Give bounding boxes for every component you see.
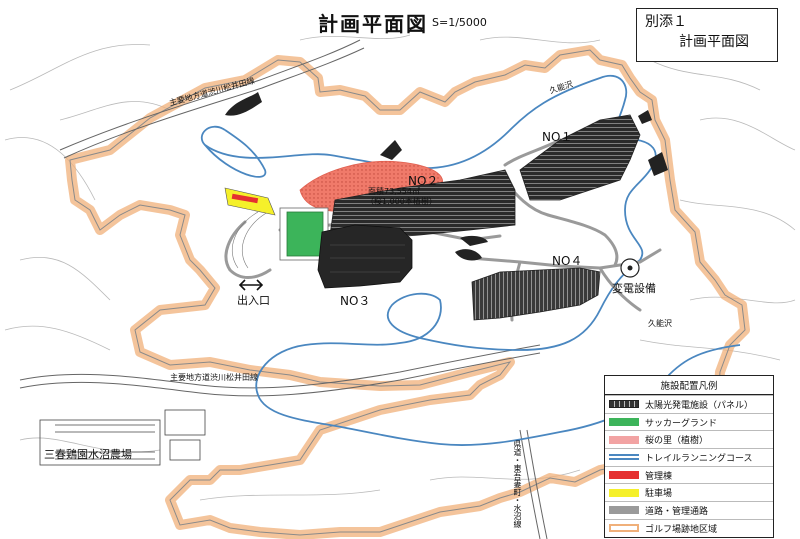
legend-item-sakura: 桜の里（植樹） bbox=[605, 430, 773, 448]
solar-panels-no1 bbox=[519, 114, 641, 201]
legend-item-label: 道路・管理通路 bbox=[645, 506, 709, 517]
legend-item-label: トレイルランニングコース bbox=[645, 453, 753, 464]
road-swatch bbox=[609, 506, 639, 515]
golf-swatch bbox=[609, 524, 639, 533]
annex-label: 別添１ bbox=[645, 14, 687, 30]
legend-item-trail: トレイルランニングコース bbox=[605, 448, 773, 466]
label-vertical-road: 県道・東吾妻町・水沼線 bbox=[513, 440, 522, 528]
label-sakura-area: 面積73,554㎡ bbox=[368, 187, 420, 196]
legend-item-soccer: サッカーグランド bbox=[605, 412, 773, 431]
solar-panels-no4 bbox=[471, 267, 601, 321]
label-sakura-sub: （桜1,000本植樹） bbox=[366, 197, 437, 206]
scale-label: S=1/5000 bbox=[432, 16, 487, 29]
label-farm: 三春鶏園水沼農場 bbox=[44, 448, 132, 461]
entrance-arrow bbox=[238, 279, 264, 291]
mgmt-swatch bbox=[609, 471, 639, 480]
sakura-swatch bbox=[609, 435, 639, 444]
legend-item-label: サッカーグランド bbox=[645, 418, 718, 429]
label-no2: NO２ bbox=[408, 174, 439, 188]
soccer-swatch bbox=[609, 418, 639, 427]
legend: 施設配置凡例 太陽光発電施設（パネル） サッカーグランド 桜の里（植樹） トレイ… bbox=[604, 375, 774, 538]
annex-box: 別添１ 計画平面図 bbox=[636, 8, 778, 62]
legend-item-road: 道路・管理通路 bbox=[605, 501, 773, 519]
label-substation: 変電設備 bbox=[612, 282, 656, 295]
legend-item-label: 駐車場 bbox=[645, 489, 673, 500]
farm-buildings bbox=[39, 409, 206, 466]
legend-item-label: 桜の里（植樹） bbox=[645, 436, 709, 447]
substation-marker bbox=[620, 258, 640, 278]
legend-item-panel: 太陽光発電施設（パネル） bbox=[605, 395, 773, 413]
panel-swatch bbox=[609, 400, 639, 409]
trail-running-course bbox=[200, 75, 741, 446]
legend-item-golf: ゴルフ場跡地区域 bbox=[605, 518, 773, 537]
dark-features bbox=[225, 92, 668, 261]
legend-title: 施設配置凡例 bbox=[605, 376, 773, 395]
main-roads bbox=[19, 39, 548, 539]
label-road-bottom: 主要地方道渋川松井田線 bbox=[170, 373, 258, 382]
management-building bbox=[231, 193, 259, 204]
trail-swatch bbox=[609, 454, 639, 461]
page-title: 計画平面図 bbox=[318, 12, 428, 36]
legend-item-label: 太陽光発電施設（パネル） bbox=[645, 400, 754, 411]
label-no1: NO１ bbox=[542, 130, 573, 144]
legend-item-parking: 駐車場 bbox=[605, 483, 773, 501]
label-no4: NO４ bbox=[552, 254, 583, 268]
annex-subtitle: 計画平面図 bbox=[679, 34, 749, 50]
label-no3: NO３ bbox=[340, 294, 371, 308]
legend-item-label: ゴルフ場跡地区域 bbox=[645, 524, 718, 535]
parking-swatch bbox=[609, 488, 639, 497]
legend-item-mgmt: 管理棟 bbox=[605, 465, 773, 484]
label-kunosawa-right: 久能沢 bbox=[648, 319, 672, 328]
legend-item-label: 管理棟 bbox=[645, 471, 673, 482]
solar-panels-no3 bbox=[317, 224, 413, 289]
label-entrance: 出入口 bbox=[236, 292, 271, 308]
soccer-ground bbox=[279, 207, 329, 261]
golf-boundary bbox=[65, 45, 750, 539]
